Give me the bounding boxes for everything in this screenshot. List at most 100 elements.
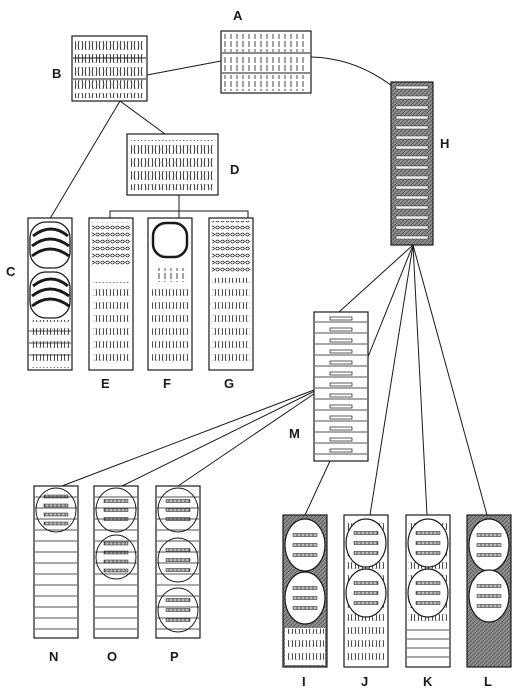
h-bar (395, 125, 429, 130)
band-mark (415, 591, 441, 595)
band-mark (165, 568, 191, 572)
h-bar (395, 145, 429, 150)
m-dash (329, 404, 353, 409)
band-mark (476, 533, 502, 537)
band-mark (353, 591, 379, 595)
h-bar (395, 195, 429, 200)
band-mark (165, 499, 191, 503)
label-b: B (52, 66, 61, 81)
h-bar (395, 115, 429, 120)
h-bar (395, 215, 429, 220)
band-mark (415, 601, 441, 605)
band-mark (103, 508, 129, 512)
band-mark (43, 503, 69, 508)
panel-k (405, 514, 451, 668)
label-p: P (170, 649, 179, 664)
band-mark (415, 581, 441, 585)
connector-a-h (310, 56, 393, 87)
m-dash (329, 415, 353, 420)
band-mark (353, 581, 379, 585)
band-mark (103, 541, 129, 546)
h-bar (395, 95, 429, 100)
h-bar (395, 155, 429, 160)
connector-m-i (304, 460, 331, 516)
label-d: D (230, 162, 239, 177)
band-mark (476, 543, 502, 547)
band-mark (292, 533, 318, 537)
panel-m (313, 311, 369, 462)
h-segment-bars (395, 85, 429, 240)
h-bar (395, 105, 429, 110)
m-dash (329, 349, 353, 354)
connector-h-m2 (367, 244, 414, 358)
band-mark (43, 494, 69, 499)
label-h: H (440, 136, 449, 151)
band-mark (292, 543, 318, 547)
band-mark (476, 594, 502, 598)
panel-j (343, 514, 389, 668)
panel-d (126, 133, 219, 196)
h-bar (395, 205, 429, 210)
panel-a (220, 30, 312, 94)
band-mark (103, 499, 129, 503)
label-n: N (49, 649, 58, 664)
m-dash (329, 393, 353, 398)
label-k: K (423, 674, 433, 689)
connector-h-l (412, 244, 488, 516)
panel-e (88, 217, 134, 371)
band-mark (292, 553, 318, 557)
band-mark (476, 553, 502, 557)
label-c: C (6, 264, 16, 279)
panel-b (71, 35, 148, 102)
band-mark (103, 517, 129, 521)
band-mark (415, 551, 441, 555)
band-mark (103, 559, 129, 564)
m-dash (329, 426, 353, 431)
panel-o (93, 485, 139, 639)
h-bar (395, 185, 429, 190)
panel-h (390, 81, 434, 246)
band-mark (415, 541, 441, 545)
panel-labels: A B C D E F G H M N O P I J K L (6, 8, 492, 689)
band-mark (353, 601, 379, 605)
label-m: M (289, 426, 300, 441)
connector-b-c (47, 100, 121, 223)
label-e: E (101, 376, 110, 391)
connector-m-p (177, 384, 328, 487)
h-bar (395, 135, 429, 140)
label-i: I (302, 674, 306, 689)
connector-b-d (119, 100, 166, 135)
band-mark (165, 598, 191, 602)
band-mark (103, 550, 129, 555)
band-mark (43, 512, 69, 517)
band-mark (292, 606, 318, 610)
connector-h-k (412, 244, 428, 516)
band-mark (165, 608, 191, 612)
panel-i (282, 514, 328, 668)
band-mark (292, 586, 318, 590)
label-f: F (163, 376, 171, 391)
label-a: A (233, 8, 243, 23)
panel-n (33, 485, 79, 639)
connector-m-n (61, 384, 328, 487)
m-dash (329, 382, 353, 387)
h-bar (395, 165, 429, 170)
band-mark (165, 548, 191, 552)
band-mark (476, 604, 502, 608)
panel-l (466, 514, 512, 668)
band-mark (353, 531, 379, 535)
m-segments (315, 316, 367, 455)
band-mark (43, 521, 69, 526)
connector-h-j (369, 244, 414, 516)
h-bar (395, 175, 429, 180)
panel-f (147, 217, 193, 371)
h-bar (395, 225, 429, 230)
band-mark (353, 551, 379, 555)
m-dash (329, 437, 353, 442)
band-mark (165, 517, 191, 521)
band-mark (165, 508, 191, 512)
band-mark (165, 618, 191, 622)
band-mark (103, 568, 129, 573)
m-dash (329, 360, 353, 365)
